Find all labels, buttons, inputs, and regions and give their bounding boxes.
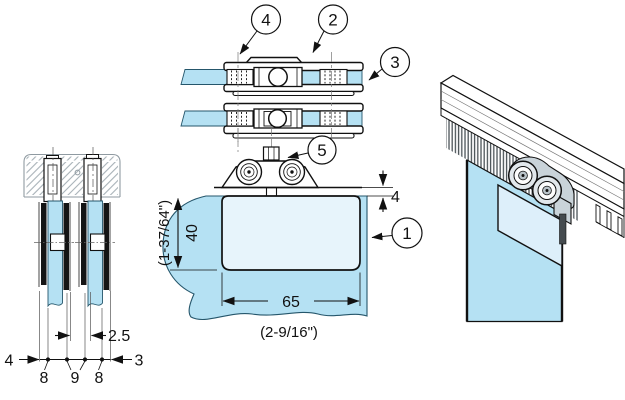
callout-2: 2 (312, 4, 349, 53)
top-view-clamp-plan (180, 52, 364, 142)
callouts: 4 2 3 5 1 (239, 4, 423, 249)
track-end-profile (595, 203, 625, 238)
callout-1: 1 (371, 217, 423, 249)
carriage-bracket-iso (553, 193, 572, 225)
gasket-lip-1 (232, 90, 355, 97)
bearing-block-2 (253, 108, 303, 129)
callout-5: 5 (287, 135, 337, 165)
dim-clamp-height-inch-label: (1-37/64") (156, 200, 173, 266)
extension-lines (39, 291, 111, 362)
dim-glass-left-label: 8 (40, 370, 49, 387)
dim-clamp-width-label: 65 (282, 294, 300, 311)
dim-panel-gap: 2.5 (55, 328, 130, 345)
dim-glass-right-label: 8 (95, 370, 104, 387)
dim-clamp-height: 40 (1-37/64") (156, 197, 217, 271)
clamp-plate-front (221, 195, 361, 271)
dim-clamp-width-inch-label: (2-9/16") (260, 324, 318, 341)
callout-4-label: 4 (261, 11, 270, 30)
callout-3-label: 3 (390, 53, 399, 72)
track-groove-line (440, 99, 625, 201)
side-section-view: 2.5 4 3 8 9 8 (5, 147, 144, 387)
gasket-lip-2 (232, 132, 355, 139)
callout-5-label: 5 (317, 141, 326, 160)
callout-1-label: 1 (402, 224, 411, 243)
screw-block (226, 68, 348, 127)
roller-wheel-iso-2 (531, 175, 563, 206)
hanger-bolt-section-2 (83, 154, 102, 203)
door-section-left (34, 200, 74, 308)
dim-clamp-width: 65 (2-9/16") (221, 272, 361, 341)
bearing-block-1 (253, 66, 303, 88)
suspension-bolt-iso (559, 213, 567, 245)
door-section-right (75, 200, 115, 308)
roller-wheel-iso-1 (507, 160, 539, 191)
clamp-plate-iso (497, 183, 563, 268)
dim-chain-bottom: 4 3 8 9 8 (5, 353, 144, 388)
dim-reveal-top-label: 4 (391, 189, 400, 206)
isometric-view (439, 74, 625, 323)
dim-reveal-top: 4 (378, 170, 400, 212)
dim-center-gap-label: 9 (71, 370, 80, 387)
callout-4: 4 (239, 4, 282, 55)
dim-edge-left-label: 4 (5, 353, 14, 370)
roller-wheel-left (235, 158, 263, 186)
adjustment-nut (262, 146, 280, 161)
roller-wheel-right (278, 158, 306, 186)
callout-2-label: 2 (328, 11, 337, 30)
track-hole (74, 169, 81, 176)
track-groove-line (440, 90, 625, 192)
dim-clamp-height-label: 40 (184, 224, 201, 242)
callout-3: 3 (368, 46, 411, 81)
track-section-hatch (26, 156, 118, 195)
dim-panel-gap-label: 2.5 (108, 328, 130, 345)
front-view-elevation: 4 40 (1-37/64") 65 (2-9/16") (156, 128, 400, 341)
dim-edge-right-label: 3 (135, 353, 144, 370)
hanger-bolt-section-1 (43, 155, 62, 203)
